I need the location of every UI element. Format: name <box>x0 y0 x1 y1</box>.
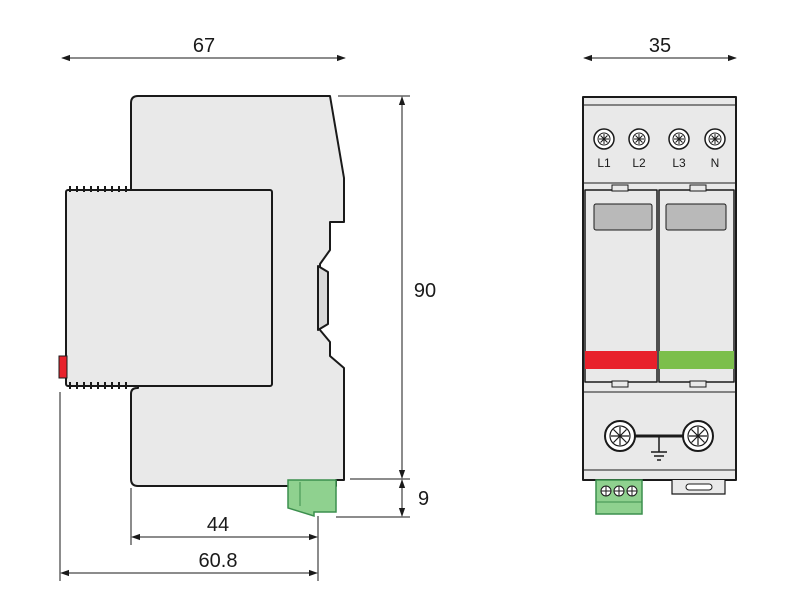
dim-label-35: 35 <box>649 35 671 57</box>
ribs-top <box>69 186 127 192</box>
dim-label-44: 44 <box>207 514 229 536</box>
dim-label-67: 67 <box>193 35 215 57</box>
module-tab-left-bottom <box>611 380 629 388</box>
side-view <box>58 95 345 518</box>
dimension-44: 44 <box>130 488 319 545</box>
ground-icon <box>651 436 667 461</box>
module-tab-left-top <box>611 184 629 192</box>
status-window-right <box>665 203 727 231</box>
dim-label-9: 9 <box>418 488 429 510</box>
dimension-35: 35 <box>583 35 737 62</box>
din-rail-clip <box>317 265 329 331</box>
screw-terminal-icon <box>604 420 636 452</box>
dimension-60-8: 60.8 <box>59 392 319 581</box>
ribs-bottom <box>69 382 127 389</box>
status-window-left <box>593 203 653 231</box>
side-connector <box>287 479 337 518</box>
indicator-stripe-red <box>585 351 657 369</box>
screw-terminal-icon <box>682 420 714 452</box>
dimension-67: 67 <box>61 35 346 62</box>
side-indicator-red <box>58 355 68 379</box>
front-view: L1 L2 L3 N <box>582 96 737 515</box>
screw-terminal-icon <box>704 128 726 150</box>
terminal-label-l1: L1 <box>597 156 611 170</box>
front-connector <box>595 479 643 515</box>
dimension-9: 9 <box>336 479 429 518</box>
dim-label-60-8: 60.8 <box>199 550 238 572</box>
indicator-stripe-green <box>659 351 734 369</box>
plugin-module <box>65 189 273 387</box>
dim-label-90: 90 <box>414 280 436 302</box>
screw-terminal-icon <box>668 128 690 150</box>
module-tab-right-top <box>689 184 707 192</box>
screw-terminal-icon <box>628 128 650 150</box>
connector-screws <box>600 485 638 497</box>
module-tab-right-bottom <box>689 380 707 388</box>
dimension-90: 90 <box>338 95 436 480</box>
screw-terminal-icon <box>593 128 615 150</box>
terminal-label-l2: L2 <box>632 156 646 170</box>
terminal-label-n: N <box>711 156 720 170</box>
terminal-label-l3: L3 <box>672 156 686 170</box>
